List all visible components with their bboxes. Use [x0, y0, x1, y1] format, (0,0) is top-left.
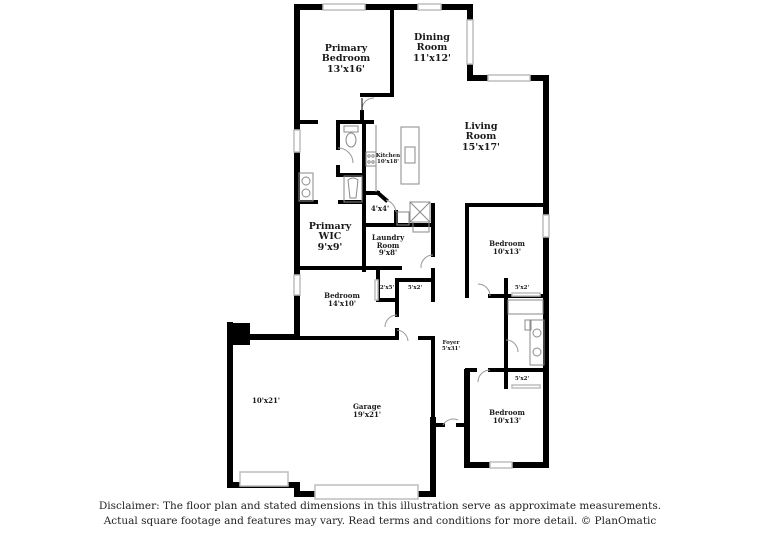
room-dimensions: 10'x18'	[377, 159, 399, 166]
windows	[239, 3, 550, 500]
room-name: Bedroom	[489, 408, 525, 417]
interior-walls	[295, 5, 548, 432]
room-label-dining-room: Dining Room 11'x12'	[413, 32, 451, 64]
room-name: Laundry	[371, 233, 405, 242]
room-name: Room	[465, 131, 497, 143]
room-name: Garage	[352, 402, 382, 411]
room-name: Bedroom	[489, 239, 525, 248]
disclaimer-line-1: Disclaimer: The floor plan and stated di…	[98, 500, 662, 512]
room-label-garage-bay: 10'x21'	[252, 397, 280, 405]
room-dimensions: 10'x21'	[252, 396, 280, 405]
room-name: Room	[376, 240, 400, 250]
room-dimensions: 19'x21'	[353, 409, 381, 419]
room-dimensions: 5'x31'	[441, 346, 461, 353]
room-label-laundry-room: Laundry Room 9'x8'	[372, 234, 404, 257]
doors	[337, 97, 519, 426]
room-label-bedroom-west: Bedroom 14'x10'	[324, 292, 360, 307]
room-dimensions: 9'x9'	[317, 241, 343, 253]
room-label-closet-5x2-west: 5'x2'	[408, 285, 422, 291]
room-name: Primary	[324, 43, 368, 54]
room-label-closet-2x5: 2'x5'	[380, 285, 394, 291]
room-label-living-room: Living Room 15'x17'	[462, 121, 500, 153]
room-dimensions: 13'x16'	[327, 63, 365, 75]
room-dimensions: 5'x2'	[407, 285, 423, 291]
room-label-garage: Garage 19'x21'	[353, 403, 381, 418]
room-label-primary-wic: Primary WIC 9'x9'	[308, 221, 352, 253]
garage-corner-pillar	[228, 323, 250, 345]
room-name: Foyer	[442, 340, 460, 346]
room-name: WIC	[318, 231, 342, 243]
room-label-primary-bedroom: Primary Bedroom 13'x16'	[321, 43, 371, 75]
room-name: Primary	[308, 221, 352, 232]
room-name: Bedroom	[324, 291, 360, 300]
room-dimensions: 4'x4'	[370, 204, 390, 213]
room-label-closet-4x4: 4'x4'	[371, 205, 389, 213]
room-label-bedroom-east-upper: Bedroom 10'x13'	[489, 240, 525, 255]
room-name: Living	[464, 121, 498, 132]
room-dimensions: 15'x17'	[462, 141, 500, 153]
room-dimensions: 5'x2'	[514, 285, 530, 291]
room-dimensions: 10'x13'	[493, 415, 521, 425]
room-name: Dining	[414, 32, 450, 43]
room-label-kitchen: Kitchen 10'x18'	[376, 153, 400, 165]
disclaimer: Disclaimer: The floor plan and stated di…	[0, 499, 760, 529]
room-name: Room	[416, 42, 448, 54]
room-label-closet-5x2-east-upper: 5'x2'	[515, 285, 529, 291]
room-dimensions: 10'x13'	[493, 246, 521, 256]
room-label-bedroom-east-lower: Bedroom 10'x13'	[489, 409, 525, 424]
room-name: Kitchen	[375, 153, 401, 159]
disclaimer-line-2: Actual square footage and features may v…	[103, 515, 657, 527]
room-dimensions: 14'x10'	[328, 298, 356, 308]
room-name: Bedroom	[321, 53, 371, 65]
room-dimensions: 11'x12'	[413, 52, 451, 64]
room-label-closet-5x2-east-lower: 5'x2'	[515, 376, 529, 382]
room-label-foyer: Foyer 5'x31'	[442, 340, 460, 352]
fixtures	[298, 125, 545, 366]
room-dimensions: 9'x8'	[378, 248, 398, 258]
room-dimensions: 2'x5'	[379, 285, 395, 291]
room-dimensions: 5'x2'	[514, 376, 530, 382]
